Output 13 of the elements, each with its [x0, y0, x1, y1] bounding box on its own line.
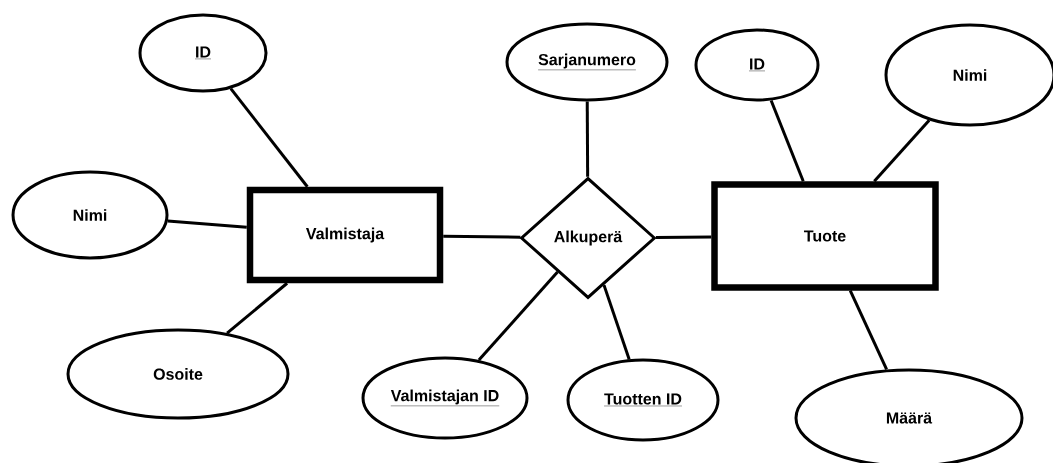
connector-line	[602, 284, 631, 360]
connector-line	[873, 119, 931, 183]
connector-line	[167, 219, 247, 229]
connector-line	[226, 282, 289, 335]
entity-box: Tuote	[711, 181, 939, 291]
connector-line	[848, 290, 888, 371]
connector-line	[443, 234, 521, 239]
connector-line	[585, 101, 590, 177]
connector-line	[769, 100, 805, 182]
connector-line	[229, 87, 309, 188]
entity-box: Valmistaja	[246, 186, 444, 284]
connector-line	[655, 235, 712, 239]
connector-line	[477, 271, 559, 362]
